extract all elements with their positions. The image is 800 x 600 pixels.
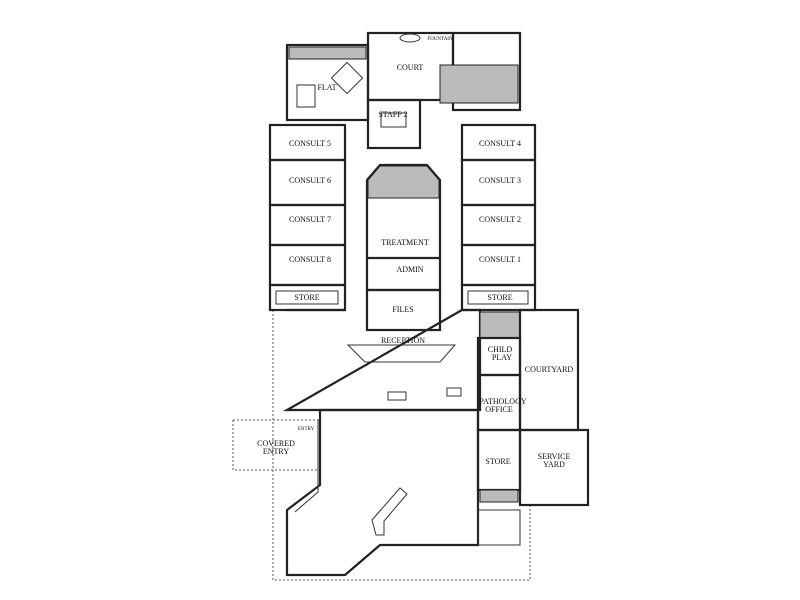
covered-entry-label-1: COVERED xyxy=(257,439,295,448)
consult-1-label: CONSULT 1 xyxy=(479,255,521,264)
store-bottom-hatch xyxy=(479,489,519,503)
consult-8-room xyxy=(268,243,347,287)
consult-8-label: CONSULT 8 xyxy=(289,255,331,264)
lobby-inner-wall xyxy=(294,420,319,513)
treatment-label: TREATMENT xyxy=(381,238,429,247)
service-yard-label-1: SERVICE xyxy=(538,452,571,461)
child-play-hatch xyxy=(479,311,521,339)
stairs xyxy=(477,509,521,546)
store-bottom-label: STORE xyxy=(485,457,510,466)
consult-6-label: CONSULT 6 xyxy=(289,176,331,185)
reception-hall xyxy=(282,308,482,412)
fountain-icon xyxy=(399,33,421,43)
courtyard-label: COURTYARD xyxy=(525,365,574,374)
court-label: COURT xyxy=(397,63,424,72)
consult-3-label: CONSULT 3 xyxy=(479,176,521,185)
consult-7-label: CONSULT 7 xyxy=(289,215,331,224)
service-yard-area xyxy=(518,428,590,507)
consult-4-label: CONSULT 4 xyxy=(479,139,521,148)
consult-7-room xyxy=(268,203,347,247)
admin-label: ADMIN xyxy=(396,265,423,274)
covered-entry-outline xyxy=(232,419,320,471)
reception-label: RECEPTION xyxy=(381,336,425,345)
store-left-shelf xyxy=(275,290,339,305)
waiting-table xyxy=(387,391,407,401)
site-boundary xyxy=(272,310,531,581)
reception-desk xyxy=(346,344,457,363)
fountain-label: FOUNTAIN xyxy=(427,37,453,42)
pathology-label-2: OFFICE xyxy=(485,405,513,414)
child-play-label-1: CHILD xyxy=(488,345,513,354)
flat-table xyxy=(330,61,364,95)
staff-label: STAFF 2 xyxy=(378,110,407,119)
entry-label: ENTRY xyxy=(298,427,315,432)
consult-5-label: CONSULT 5 xyxy=(289,139,331,148)
staff-table xyxy=(380,112,407,128)
files-room xyxy=(365,288,442,332)
consult-1-room xyxy=(460,243,537,287)
consult-2-label: CONSULT 2 xyxy=(479,215,521,224)
covered-entry-label-2: ENTRY xyxy=(263,447,289,456)
staff-room xyxy=(366,98,422,150)
lobby-planter xyxy=(371,487,408,536)
flat-hatch xyxy=(288,46,367,60)
consult-2-room xyxy=(460,203,537,247)
upper-right-hatch xyxy=(439,64,519,104)
flat-label: FLAT xyxy=(317,83,336,92)
treatment-hatch xyxy=(367,165,440,199)
store-left-label: STORE xyxy=(294,293,319,302)
files-label: FILES xyxy=(392,305,413,314)
store-right-shelf xyxy=(467,290,529,305)
store-right-label: STORE xyxy=(487,293,512,302)
waiting-table-2 xyxy=(446,387,462,397)
service-yard-label-2: YARD xyxy=(543,460,565,469)
pathology-label-1: PATHOLOGY xyxy=(479,397,526,406)
store-right-room xyxy=(460,283,537,312)
lower-lobby xyxy=(285,408,480,577)
child-play-label-2: PLAY xyxy=(492,353,512,362)
flat-bed xyxy=(296,84,316,108)
